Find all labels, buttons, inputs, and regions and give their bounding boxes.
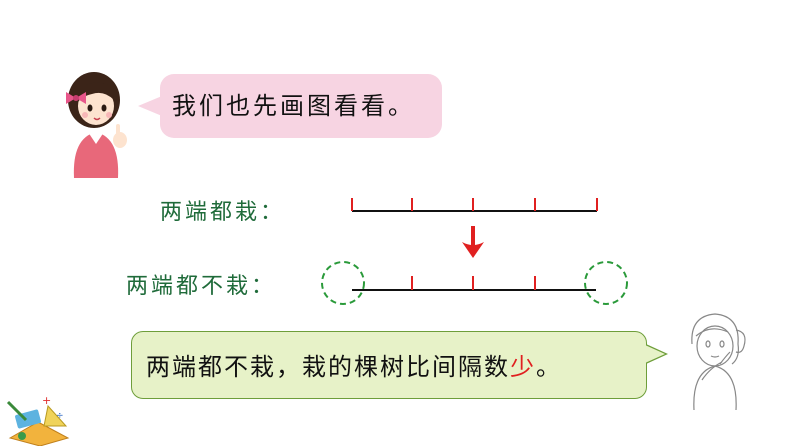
speech-bubble-tail xyxy=(138,96,162,116)
label-both-ends-planted: 两端都栽： xyxy=(160,200,286,225)
math-tools-logo-icon: + ÷ xyxy=(6,394,70,446)
conclusion-highlight: 少 xyxy=(510,353,536,381)
girl-character-icon xyxy=(66,72,127,178)
svg-text:÷: ÷ xyxy=(56,411,64,421)
empty-end-circle xyxy=(584,261,628,305)
down-arrow-icon xyxy=(462,226,484,258)
conclusion-suffix: 。 xyxy=(536,353,562,381)
speech-bubble-girl xyxy=(160,74,442,138)
diagram-both-ends-not-planted xyxy=(321,261,628,305)
speech-bubble-conclusion xyxy=(131,331,647,399)
empty-end-circle xyxy=(321,261,365,305)
speech-text-girl: 我们也先画图看看。 xyxy=(172,92,415,120)
conclusion-text: 两端都不栽，栽的棵树比间隔数少。 xyxy=(146,347,562,382)
svg-text:+: + xyxy=(42,394,51,407)
conclusion-prefix: 两端都不栽，栽的棵树比间隔数 xyxy=(146,353,510,381)
label-both-ends-not-planted: 两端都不栽： xyxy=(126,274,277,299)
speech-bubble-tail xyxy=(645,345,665,363)
diagram-both-ends-planted xyxy=(351,198,598,212)
thinking-girl-sketch-icon xyxy=(691,313,746,410)
